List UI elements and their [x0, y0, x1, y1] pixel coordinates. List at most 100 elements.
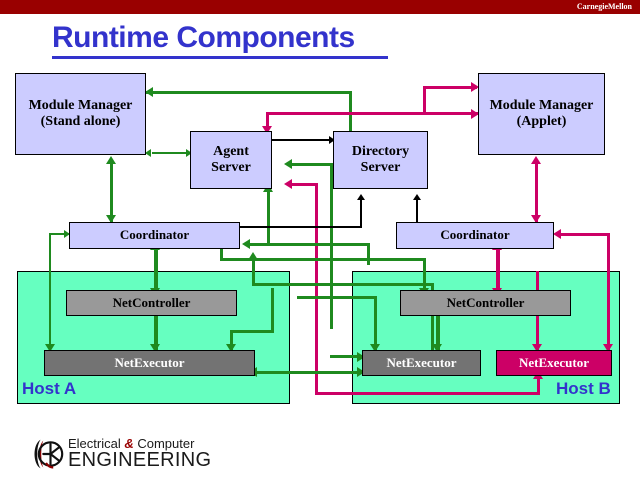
link-green-netcontrollerB-netexecutorB1	[436, 315, 440, 351]
arrowhead-green-into-coordA-right	[242, 239, 250, 249]
arrowhead-green-into-mm-standalone-2	[145, 149, 151, 157]
link-green-into-coordA-right-h	[248, 243, 370, 246]
arrowhead-magenta-into-mm-applet-bottom	[531, 156, 541, 164]
ece-logo-line1: Electrical & Computer	[68, 436, 211, 452]
link-magenta-bottom-bus	[315, 392, 540, 395]
module-manager-standalone-line1: Module Manager	[28, 98, 133, 114]
node-directory-server[interactable]: Directory Server	[333, 131, 428, 189]
arrowhead-magenta-into-mm-applet-upper	[471, 82, 479, 92]
arrowhead-green-into-coordA-left	[64, 230, 70, 238]
link-green-mm-standalone-coordA	[110, 160, 113, 222]
arrowhead-magenta-into-mm-applet-lower	[471, 109, 479, 119]
ece-logo-mark-icon	[34, 439, 64, 469]
netcontroller-a-label: NetController	[112, 294, 191, 310]
ece-logo-ampersand: &	[124, 436, 134, 452]
node-module-manager-applet[interactable]: Module Manager (Applet)	[478, 73, 605, 155]
link-black-coordA-to-dirsrv-h	[240, 226, 362, 228]
netexecutor-b2-label: NetExecutor	[518, 354, 590, 370]
link-magenta-riser-mm-applet	[423, 86, 426, 115]
link-green-dirsrv-to-mm-standalone-h	[146, 91, 352, 94]
coordinator-b-label: Coordinator	[440, 227, 510, 243]
netexecutor-a-label: NetExecutor	[114, 354, 185, 370]
arrowhead-magenta-into-agent-server-top	[262, 126, 272, 134]
link-green-into-agentserver-right-v	[330, 163, 333, 329]
agent-server-line1: Agent	[213, 144, 249, 160]
ece-logo-line2: ENGINEERING	[68, 448, 212, 471]
node-coordinator-a[interactable]: Coordinator	[69, 222, 240, 249]
node-agent-server[interactable]: Agent Server	[190, 131, 272, 189]
link-green-mm-standalone-agentserver	[152, 152, 190, 154]
page-title-underline	[52, 56, 388, 59]
arrowhead-black-into-dirsrv-bottom-left	[357, 194, 365, 200]
link-green-coordA-netcontrollerA	[154, 248, 158, 296]
link-magenta-bottom-bus-riser	[537, 377, 540, 395]
link-black-agentserver-to-dirsrv	[272, 139, 332, 141]
link-green-into-agentserver-bottom-v	[267, 190, 270, 246]
link-green-into-agentserver-right-h	[290, 163, 333, 166]
link-magenta-into-coordB-right-h2	[556, 233, 590, 236]
link-green-into-netcontrollerB-top-v	[423, 258, 426, 296]
ece-logo-text: Electrical & Computer ENGINEERING	[68, 436, 212, 471]
link-magenta-bus-top	[266, 112, 518, 115]
node-module-manager-standalone[interactable]: Module Manager (Stand alone)	[15, 73, 146, 155]
arrowhead-green-into-netexecutorA-left	[45, 344, 55, 352]
link-green-coordA-left-riser	[49, 233, 51, 351]
arrowhead-magenta-into-netexecutorB2-top	[532, 344, 542, 352]
link-green-bottom-bus-to-netexecutorA	[255, 371, 370, 374]
node-netexecutor-b1[interactable]: NetExecutor	[362, 350, 481, 376]
link-magenta-coordB-right-riser	[607, 233, 610, 351]
link-magenta-down-to-agentserver	[266, 112, 269, 130]
arrowhead-green-into-netexecutorB1-lower-left	[357, 367, 365, 377]
ece-logo: Electrical & Computer ENGINEERING	[28, 434, 211, 474]
link-green-netcontrollerB-bus-stub	[220, 243, 223, 261]
link-green-into-netexecutorB1-top-v	[374, 296, 377, 351]
module-manager-applet-line1: Module Manager	[489, 98, 594, 114]
arrowhead-green-into-coordA-top	[106, 215, 116, 223]
arrowhead-green-into-netexecutorA-mid	[150, 344, 160, 352]
link-magenta-mm-applet-coordB	[535, 160, 538, 222]
link-magenta-into-mm-applet-upper	[423, 86, 477, 89]
page-title: Runtime Components	[52, 21, 355, 54]
ece-logo-line1-post: Computer	[133, 436, 195, 452]
node-netexecutor-b2[interactable]: NetExecutor	[496, 350, 612, 376]
node-netcontroller-b[interactable]: NetController	[400, 290, 571, 316]
host-a-label: Host A	[22, 379, 77, 398]
link-magenta-into-agentserver-v	[315, 183, 318, 395]
node-netcontroller-a[interactable]: NetController	[66, 290, 237, 316]
netcontroller-b-label: NetController	[446, 294, 525, 310]
link-magenta-coordB-netcontrollerB	[496, 248, 500, 296]
link-magenta-into-agentserver-h	[290, 183, 318, 186]
arrowhead-green-into-agent-server-left	[186, 149, 192, 157]
link-black-coordB-to-dirsrv-v	[416, 200, 418, 226]
arrowhead-black-into-dirsrv-bottom-right	[413, 194, 421, 200]
arrowhead-green-into-mm-standalone	[145, 87, 153, 97]
arrowhead-magenta-into-coordB-top	[531, 215, 541, 223]
arrowhead-black-into-directory-server	[329, 136, 335, 144]
link-green-netexecutorA-elbow-h	[230, 330, 274, 333]
netexecutor-b1-label: NetExecutor	[386, 354, 457, 370]
link-green-into-netexecutorB1-top-h	[297, 296, 377, 299]
arrowhead-green-into-netexecutorB1-mid	[432, 344, 442, 352]
node-coordinator-b[interactable]: Coordinator	[396, 222, 554, 249]
directory-server-line2: Server	[360, 160, 401, 175]
arrowhead-green-into-agent-server-right	[284, 159, 292, 169]
link-magenta-into-coordB-right-h	[588, 233, 610, 236]
link-green-netexecutorA-elbow-riser	[271, 288, 274, 333]
arrowhead-green-into-mm-standalone-bottom	[106, 156, 116, 164]
link-green-into-netexecutorB1-h	[330, 355, 363, 358]
node-netexecutor-a[interactable]: NetExecutor	[44, 350, 255, 376]
link-green-dirsrv-to-mm-standalone-v	[349, 91, 352, 141]
carnegie-mellon-brand-band: CarnegieMellon	[0, 0, 640, 14]
link-green-netexecutorA-elbow-v	[230, 330, 233, 351]
module-manager-applet-line2: (Applet)	[516, 114, 567, 129]
link-green-coordA-bus-up	[252, 258, 255, 286]
arrowhead-magenta-into-agent-server-right	[284, 179, 292, 189]
link-green-into-coordA-right-v	[367, 243, 370, 265]
link-black-coordA-to-dirsrv-v	[360, 200, 362, 228]
arrowhead-green-into-coordA-bottom-right	[248, 252, 258, 260]
coordinator-a-label: Coordinator	[119, 227, 190, 243]
ece-logo-line1-pre: Electrical	[68, 436, 125, 452]
arrowhead-green-into-netexecutorB1-top	[370, 344, 380, 352]
module-manager-standalone-line2: (Stand alone)	[40, 114, 121, 129]
